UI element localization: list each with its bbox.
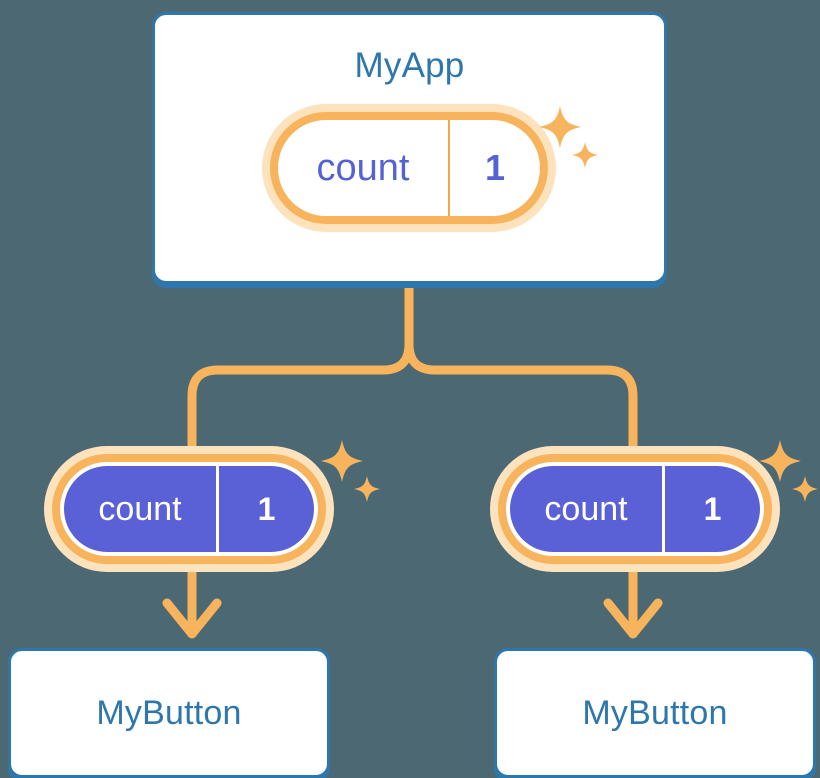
arrow-head-left-icon [162,598,222,639]
connector-tree-path-right [404,339,638,457]
state-value-label: 1 [484,147,506,188]
pill-body: count 1 [60,462,318,556]
state-pill-root[interactable]: count 1 [262,104,556,232]
state-key-label: count [278,120,450,216]
sparkle-small-icon [792,476,818,502]
card-label: MyButton [582,694,728,732]
state-value-label: 1 [703,491,722,527]
pill-body: count 1 [278,120,540,216]
arrow-head-right-icon [603,598,663,639]
state-pill-child-right[interactable]: count 1 [490,446,780,572]
pill-body: count 1 [506,462,764,556]
state-key-label: count [64,466,219,552]
component-card-mybutton-right[interactable]: MyButton [494,648,816,778]
state-key-label: count [510,466,665,552]
pill-inner: count 1 [510,466,760,552]
card-label: MyButton [96,694,242,732]
state-pill-child-left[interactable]: count 1 [44,446,334,572]
connector-tree-path [187,281,414,457]
component-card-mybutton-left[interactable]: MyButton [8,648,330,778]
state-value-label: 1 [257,491,276,527]
page-title: MyApp [354,46,465,85]
pill-inner: count 1 [64,466,314,552]
sparkle-small-icon [354,476,380,502]
